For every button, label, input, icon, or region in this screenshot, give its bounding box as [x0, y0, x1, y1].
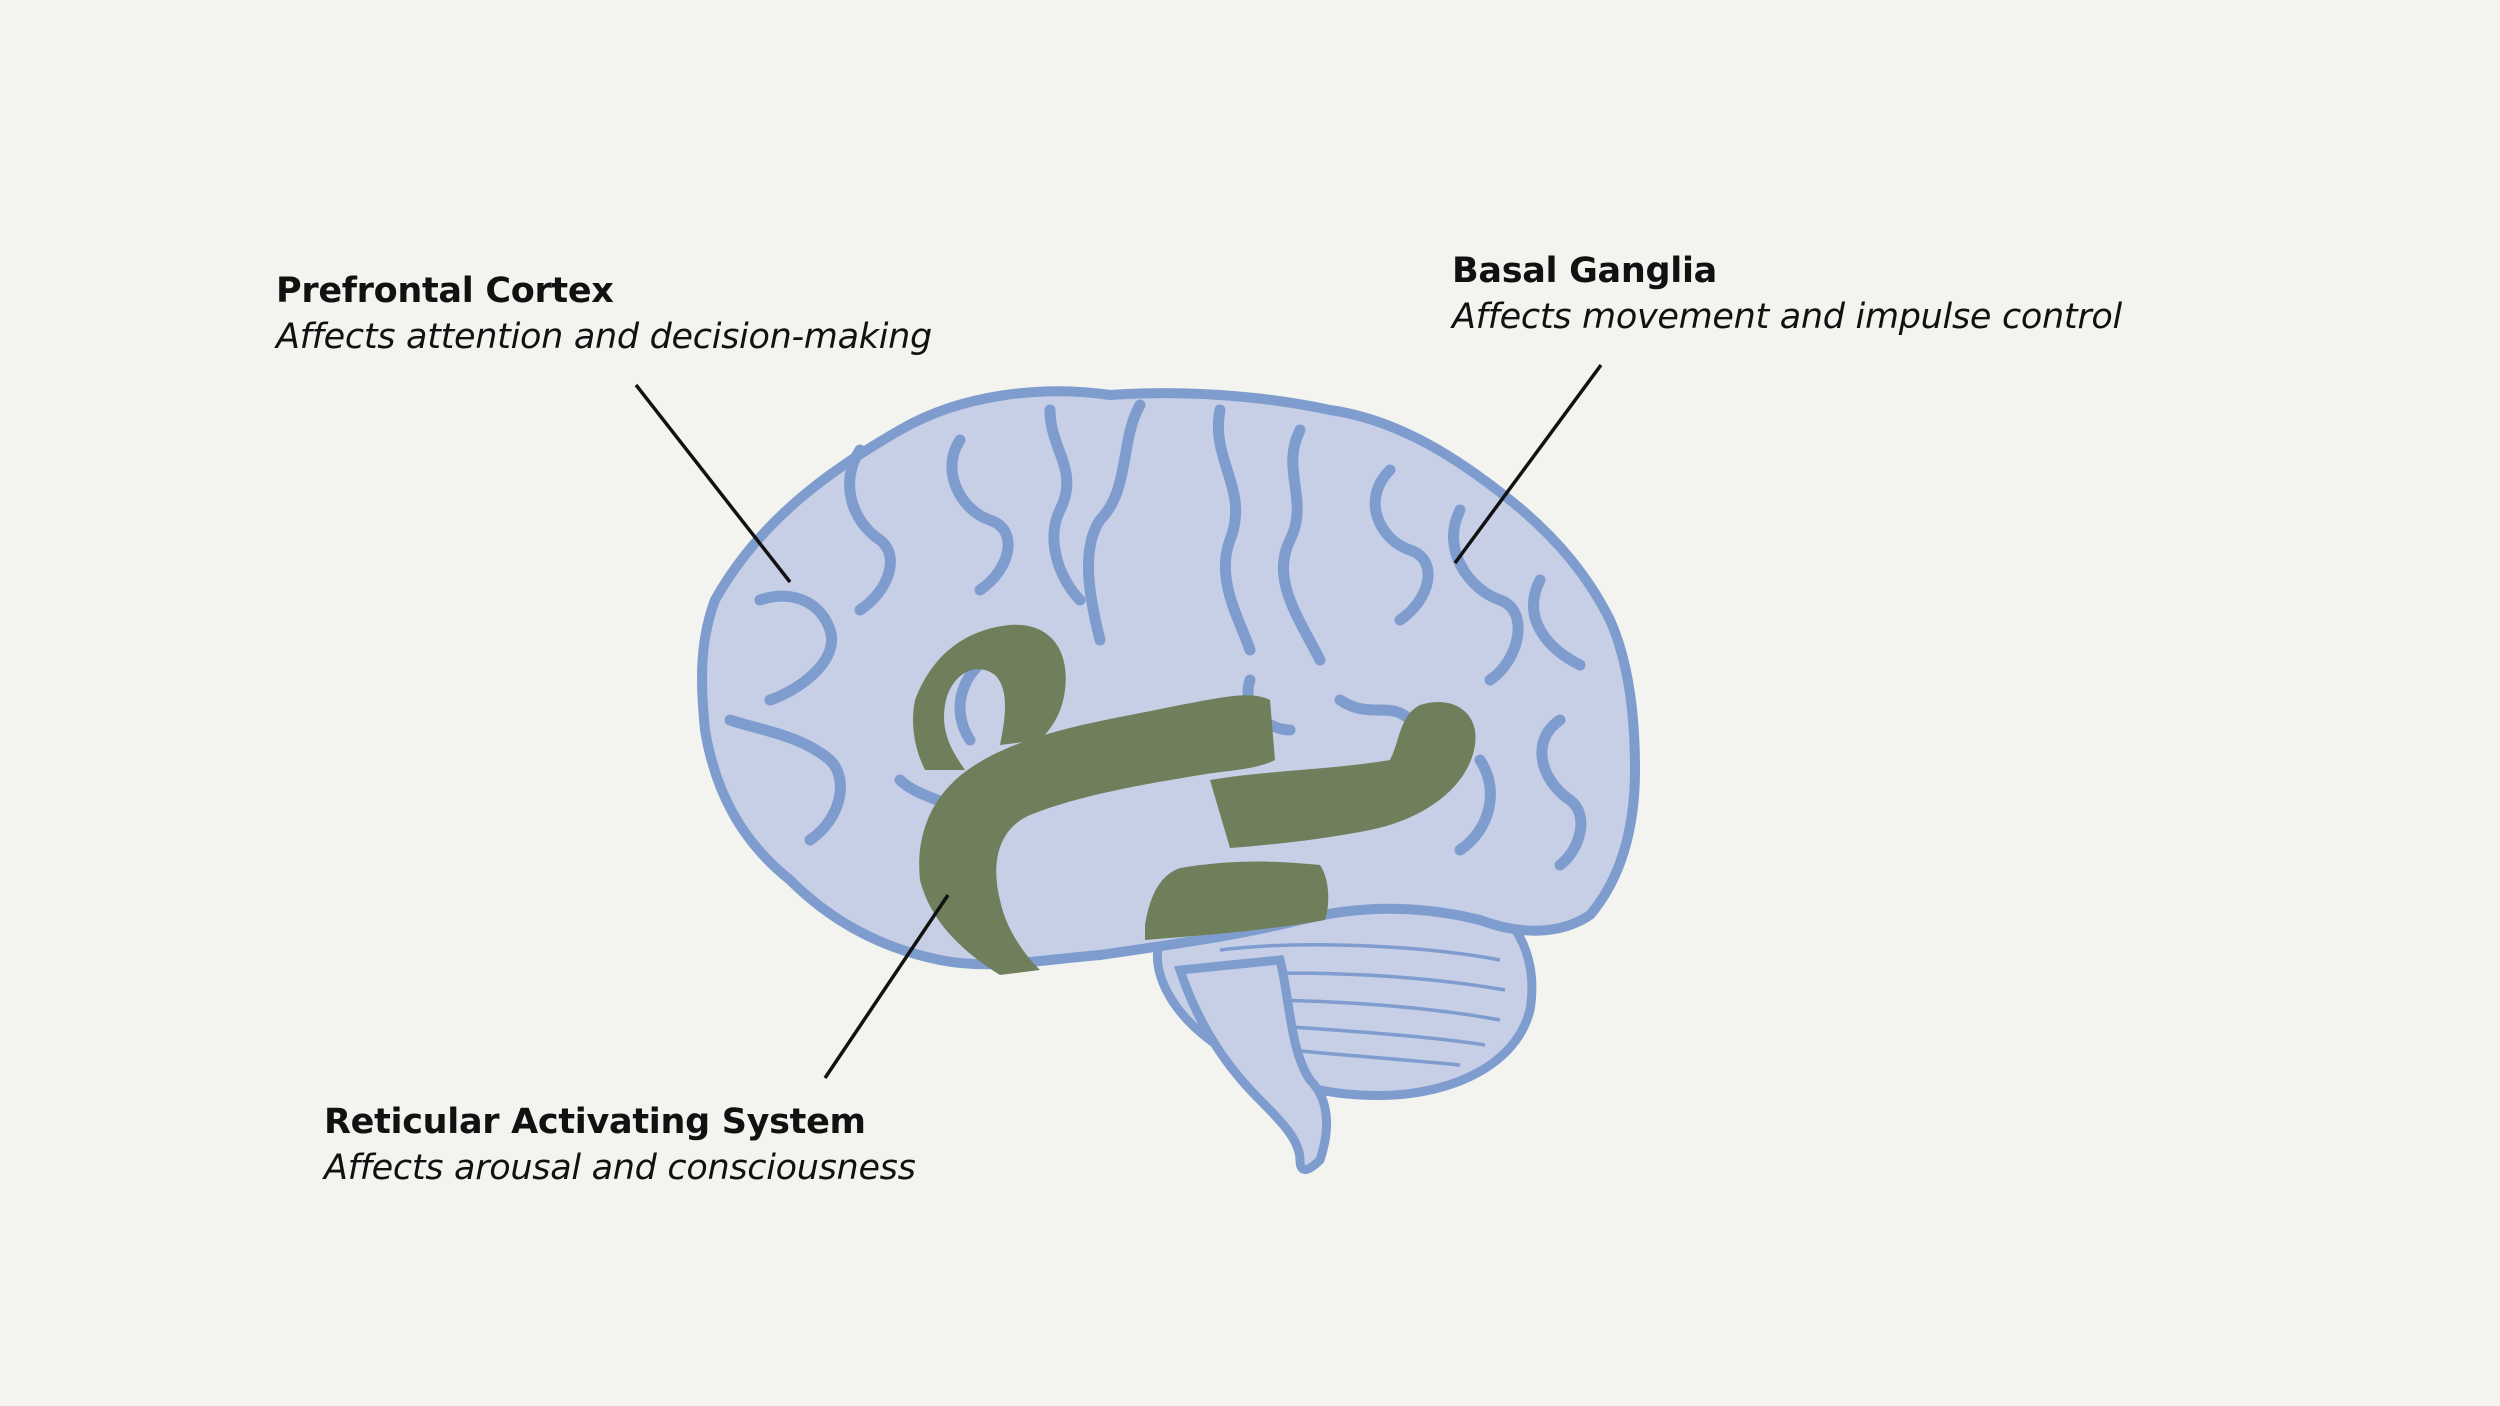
highlight-basal-extension	[1210, 701, 1476, 848]
highlight-lower-band	[1145, 861, 1329, 940]
highlighted-regions	[913, 624, 1476, 975]
brain-stem	[1173, 955, 1332, 1174]
label-title: Prefrontal Cortex	[276, 271, 614, 311]
label-description: Affects attention and decision-making	[276, 317, 932, 357]
leader-line-basal-ganglia	[1453, 363, 1603, 565]
label-title: Basal Ganglia	[1452, 251, 1717, 291]
label-reticular-activating-system: Reticular Activating System Affects arou…	[324, 1099, 916, 1191]
label-description: Affects arousal and consciousness	[324, 1148, 916, 1188]
label-prefrontal-cortex: Prefrontal Cortex Affects attention and …	[276, 268, 932, 360]
leader-line-ras	[823, 894, 950, 1079]
label-title: Reticular Activating System	[324, 1102, 866, 1142]
highlight-main-arc	[919, 695, 1275, 975]
leader-lines	[634, 363, 1603, 1079]
label-description: Affects movement and impulse control	[1452, 297, 2122, 337]
label-basal-ganglia: Basal Ganglia Affects movement and impul…	[1452, 248, 2122, 340]
highlight-upper-loop	[913, 624, 1066, 770]
leader-line-prefrontal	[634, 383, 792, 584]
